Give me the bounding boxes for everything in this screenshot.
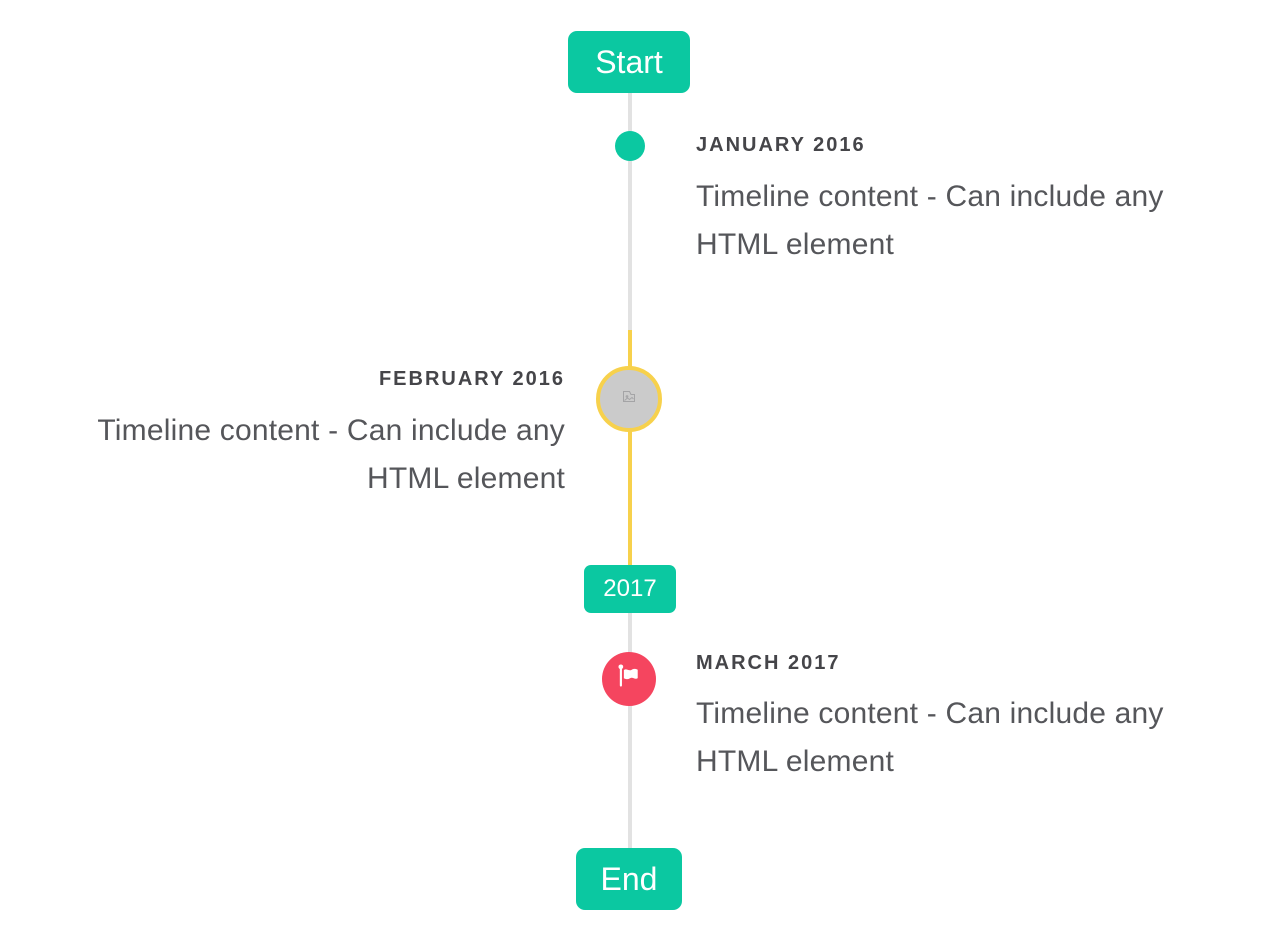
item-content-january: Timeline content - Can include any HTML …	[696, 180, 1164, 261]
item-content-february: Timeline content - Can include any HTML …	[97, 414, 565, 495]
broken-image-icon	[622, 390, 636, 408]
item-title-march: MARCH 2017	[696, 652, 841, 674]
timeline-line-highlight-segment	[628, 330, 632, 566]
marker-flag-march	[602, 652, 656, 706]
timeline-end-badge: End	[576, 848, 682, 910]
item-title-february: FEBRUARY 2016	[378, 368, 565, 390]
item-title-january: JANUARY 2016	[696, 134, 866, 156]
item-content-march: Timeline content - Can include any HTML …	[696, 697, 1164, 778]
timeline-start-badge: Start	[568, 31, 690, 93]
timeline-year-badge: 2017	[584, 565, 676, 613]
marker-image-february	[596, 366, 662, 432]
marker-dot-january	[615, 131, 645, 161]
flag-icon	[616, 663, 643, 695]
